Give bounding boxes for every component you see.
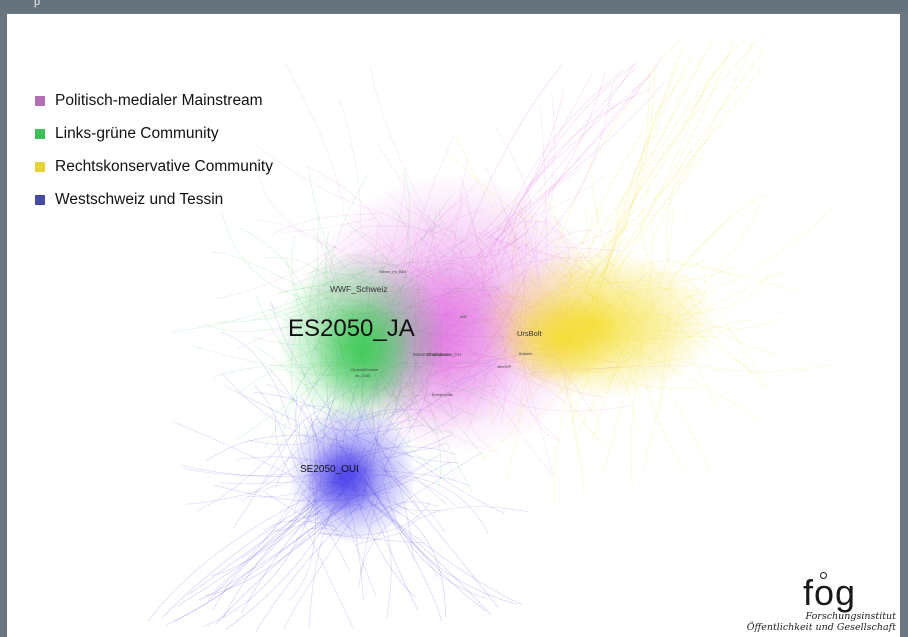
network-edge xyxy=(221,331,291,427)
network-edge xyxy=(222,384,298,422)
network-edge xyxy=(639,123,718,279)
network-edge xyxy=(609,149,708,266)
legend-label: Links-grüne Community xyxy=(55,125,219,142)
node-label-minor: GruenlibSchwe xyxy=(351,367,379,372)
legend-swatch xyxy=(35,162,45,172)
logo-ring-icon xyxy=(819,572,827,579)
logo-mark-text: fog xyxy=(802,572,856,613)
network-edge xyxy=(399,506,528,535)
node-label-minor: Bollwerk xyxy=(519,352,532,356)
logo-mark: fog xyxy=(802,572,856,613)
logo-line-1: Forschungsinstitut xyxy=(805,611,896,622)
network-edge xyxy=(197,422,303,512)
cluster-blobs xyxy=(277,174,717,544)
network-edge xyxy=(672,262,798,291)
network-edge xyxy=(666,147,693,273)
cluster-green-core xyxy=(312,299,412,409)
node-label-se2050: SE2050_OUI xyxy=(300,464,359,475)
node-labels: ES2050_JA WWF_Schweiz SE2050_OUI UrsBolt… xyxy=(288,269,543,475)
node-label-minor: AM2 xyxy=(460,315,467,319)
network-edge xyxy=(678,208,832,301)
node-label-minor: Greenpeace_CH xyxy=(427,352,461,357)
top-bar: p xyxy=(0,0,908,12)
legend-swatch xyxy=(35,195,45,205)
node-label-es2050: ES2050_JA xyxy=(288,315,415,342)
cluster-right-core xyxy=(502,294,622,384)
node-label-minor: Energiepolitik xyxy=(432,393,453,397)
network-edge xyxy=(241,505,295,559)
legend-label: Westschweiz und Tessin xyxy=(55,191,224,208)
fog-logo: fog Forschungsinstitut Öffentlichkeit un… xyxy=(726,572,896,633)
network-edge xyxy=(184,468,291,476)
node-label-minor: NeinSVP xyxy=(497,365,512,369)
legend-swatch xyxy=(35,96,45,106)
logo-line-2: Öffentlichkeit und Gesellschaft xyxy=(746,622,896,633)
legend-label: Rechtskonservative Community xyxy=(55,158,273,175)
node-label-ursbolt: UrsBolt xyxy=(517,329,543,338)
node-label-minor: ds_2050 xyxy=(355,373,371,378)
network-edge xyxy=(303,522,354,630)
slide: ES2050_JA WWF_Schweiz SE2050_OUI UrsBolt… xyxy=(7,14,900,637)
legend-swatch xyxy=(35,129,45,139)
legend-label: Politisch-medialer Mainstream xyxy=(55,92,263,109)
node-label-minor: Mutterschaftskasse xyxy=(413,352,452,357)
top-bar-title: p xyxy=(34,0,41,8)
node-label-wwf: WWF_Schweiz xyxy=(330,284,388,294)
network-edge xyxy=(232,429,295,529)
network-edge xyxy=(172,421,298,479)
cluster-west-core xyxy=(304,441,380,517)
network-edge xyxy=(284,62,345,217)
network-edge xyxy=(221,210,300,297)
network-graph: ES2050_JA WWF_Schweiz SE2050_OUI UrsBolt… xyxy=(148,35,837,632)
network-edge xyxy=(542,93,555,213)
node-label-minor: Stimm_im_Bild xyxy=(379,269,406,274)
network-edge xyxy=(210,251,300,287)
